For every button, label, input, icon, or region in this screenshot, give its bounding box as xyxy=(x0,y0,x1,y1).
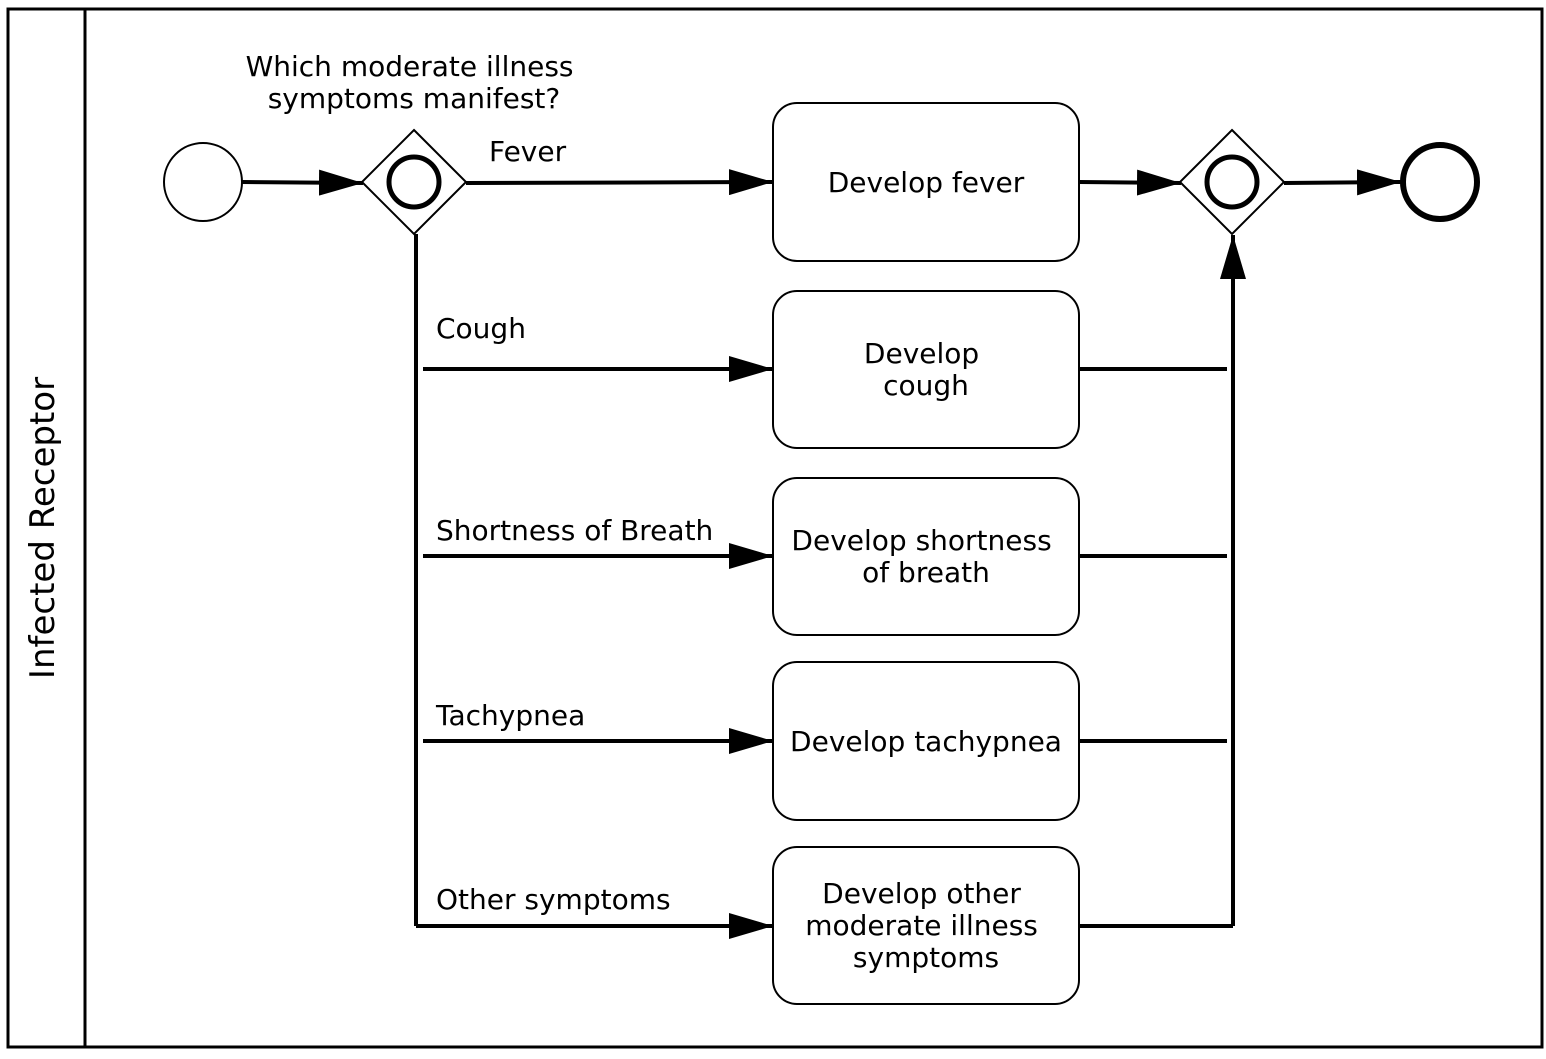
flow-label-shortness-of-breath: Shortness of Breath xyxy=(436,514,713,547)
inclusive-gateway-join-marker xyxy=(1204,154,1260,210)
flow-label-other-symptoms: Other symptoms xyxy=(436,883,671,916)
flow-label-cough: Cough xyxy=(436,312,526,345)
start-event[interactable] xyxy=(163,142,243,222)
lane-label: Infected Receptor xyxy=(23,377,63,679)
gateway-split-label-line-1: Which moderate illness xyxy=(246,50,574,83)
flow-label-tachypnea: Tachypnea xyxy=(435,699,585,732)
end-event[interactable] xyxy=(1400,142,1480,222)
task-label-develop-tachypnea: Develop tachypnea xyxy=(790,725,1062,758)
task-label-develop-shortness-of-breath: Develop shortness of breath xyxy=(791,524,1060,589)
sequence-flow-start-to-split[interactable] xyxy=(241,169,364,196)
flow-label-fever: Fever xyxy=(489,135,567,168)
sequence-flow-fever-to-join[interactable] xyxy=(1078,169,1182,196)
inclusive-gateway-split-marker xyxy=(386,154,442,210)
task-label-develop-cough: Develop cough xyxy=(864,337,988,402)
sequence-flow-join-to-end[interactable] xyxy=(1283,169,1402,196)
gateway-split-label: Which moderate illness symptoms manifest… xyxy=(246,50,583,115)
sequence-flow-fever[interactable] xyxy=(465,169,774,196)
inclusive-gateway-join[interactable] xyxy=(1178,128,1286,236)
task-label-develop-other-symptoms: Develop other moderate illness symptoms xyxy=(805,877,1047,974)
gateway-split-label-line-2: symptoms manifest? xyxy=(268,82,561,115)
task-label-develop-fever: Develop fever xyxy=(828,166,1025,199)
